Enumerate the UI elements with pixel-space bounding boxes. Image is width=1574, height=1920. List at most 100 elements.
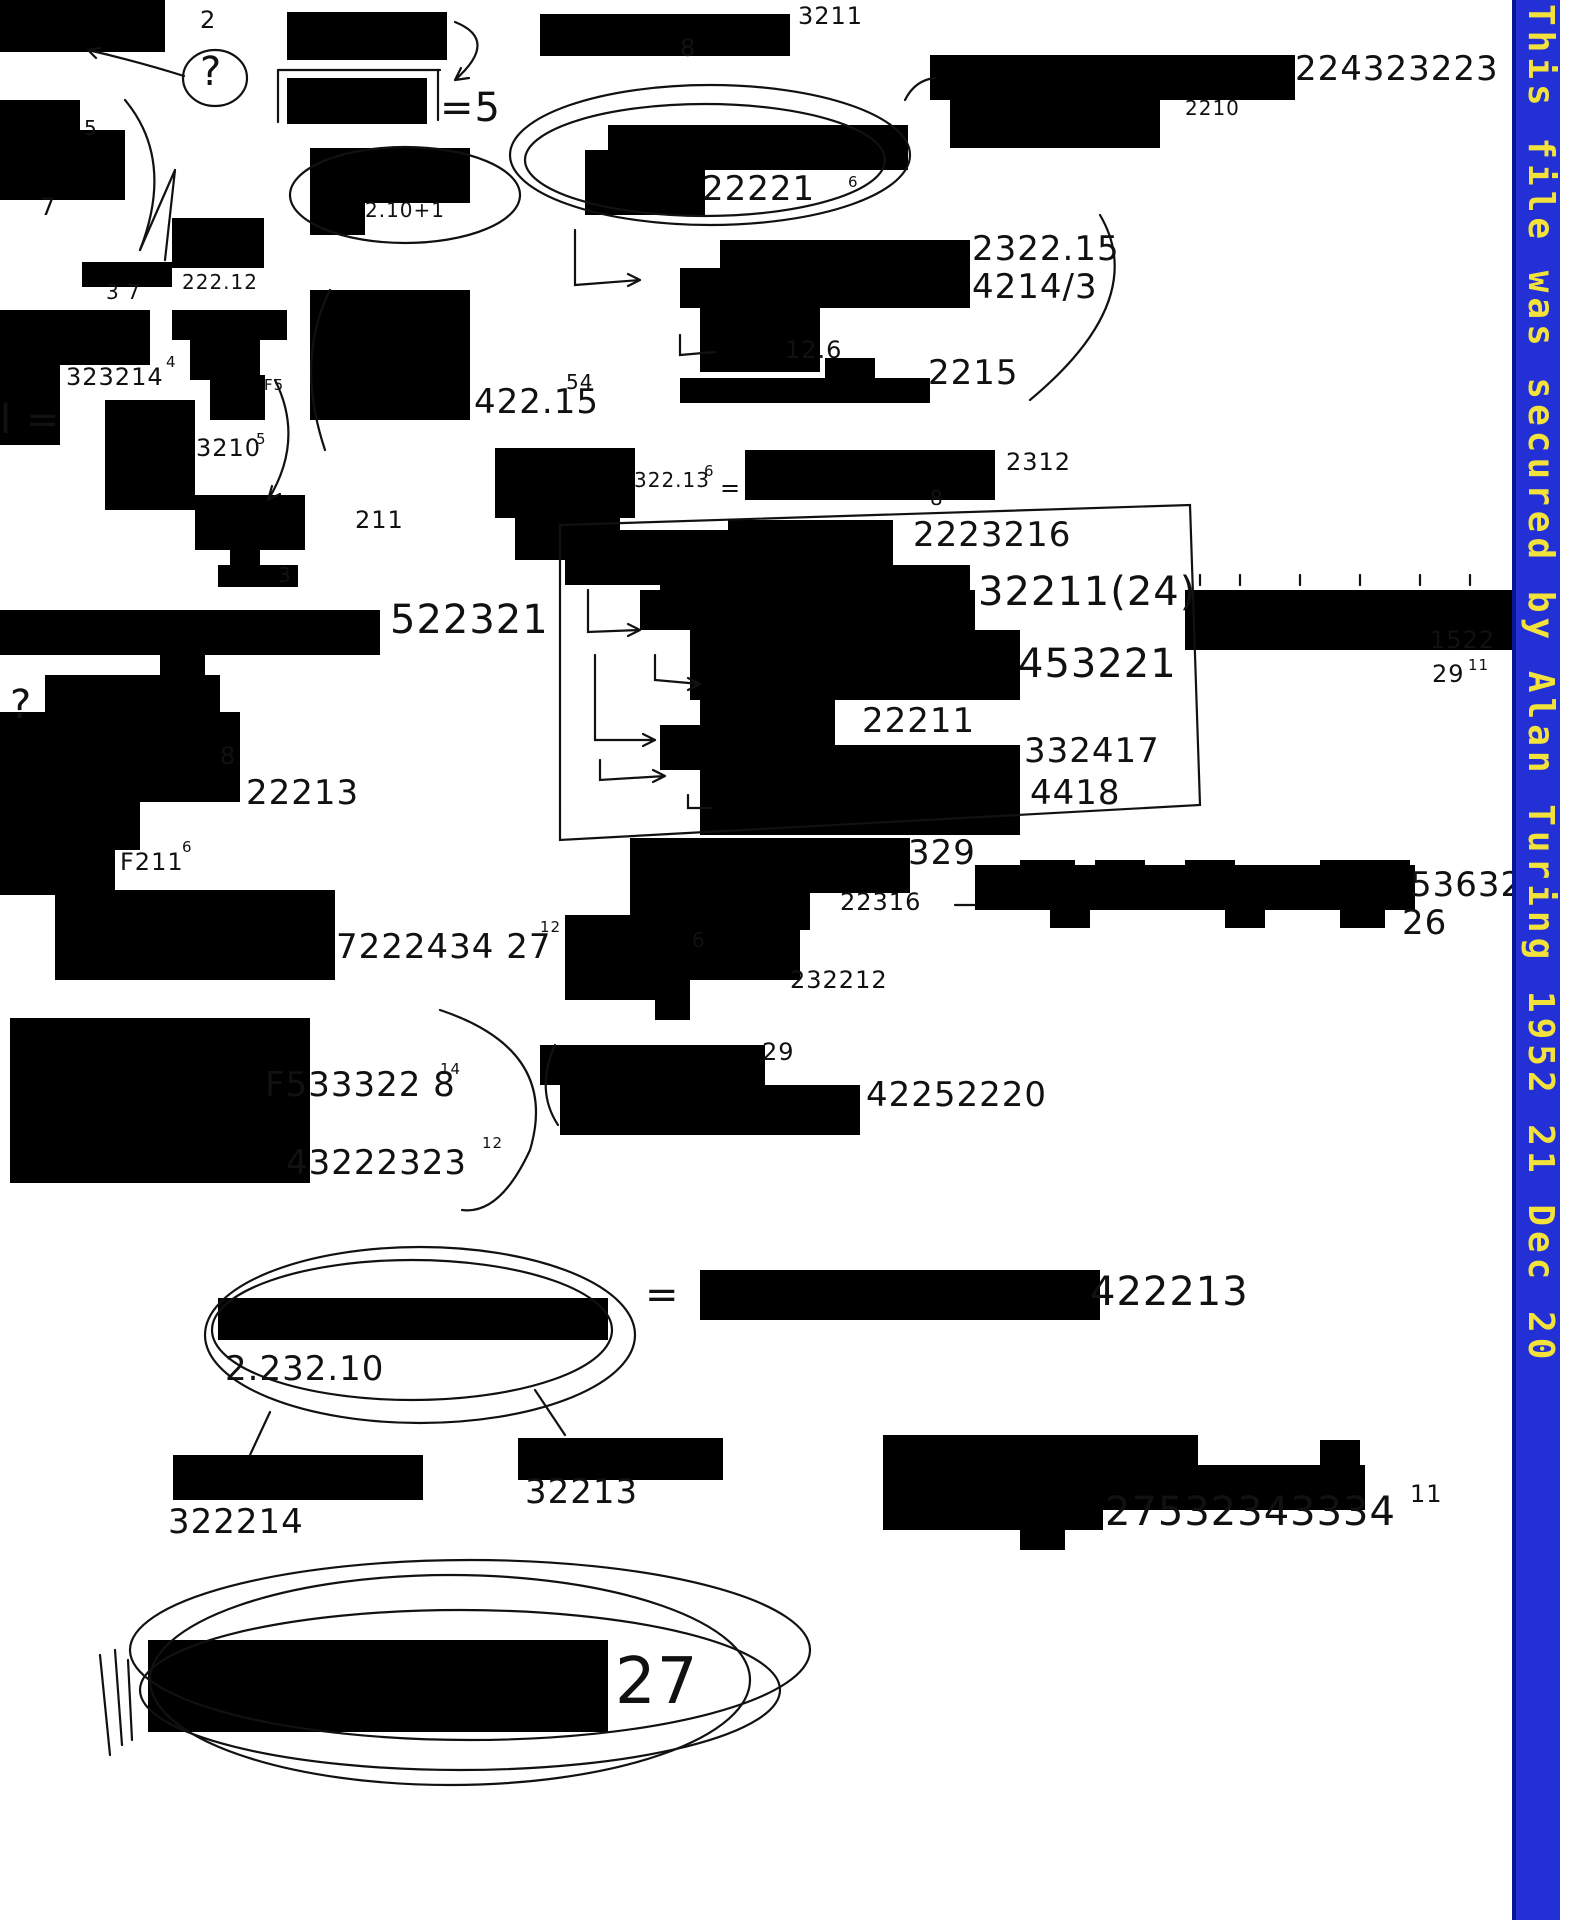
note-text: 12 [482,1134,504,1152]
note-text: 6 [182,838,193,856]
note-text: 8 [930,486,944,510]
arrow-line [86,46,186,78]
note-text: 2312 [1006,448,1072,476]
redaction-block [1185,590,1512,650]
note-text: 6 [692,928,706,952]
loop-ellipse [210,1258,614,1402]
redaction-block [148,1640,608,1732]
redaction-block [1320,1440,1360,1470]
note-text: 453221 [1018,641,1177,687]
note-text: 2 [200,6,217,34]
loop-ellipse [203,1245,637,1425]
note-text: 12.6 [785,336,843,364]
note-text: 54 [566,370,594,394]
tree-line [686,793,714,810]
redaction-block [0,0,165,52]
redaction-block [540,14,790,56]
redaction-block [565,915,800,980]
note-text: 27 [615,1645,699,1719]
redaction-block [825,358,875,398]
security-banner-text: This file was secured by Alan Turing 195… [1520,4,1561,1365]
loop-ellipse [508,83,912,227]
tree-line [586,588,642,638]
loop-ellipse [128,1558,812,1742]
note-text: 329 [908,833,976,873]
note-text: 1522 [1430,626,1496,654]
note-text: = [645,1272,680,1318]
note-text: 26 [1402,903,1448,943]
redaction-block [655,980,690,1020]
redaction-block [1185,860,1235,900]
tally-lines [98,1648,134,1757]
note-text: F211 [120,848,184,876]
note-text: 11 [1468,656,1490,674]
brace-curve [1028,213,1116,402]
redaction-block [0,100,80,130]
redaction-block [518,1438,723,1480]
tree-line [573,228,642,288]
note-text: 211 [355,506,404,534]
arrow-curve [453,20,479,82]
brace-curve [310,288,332,452]
note-text: 53632 [1410,865,1524,905]
redaction-block [172,310,287,340]
connector-line [903,76,937,102]
note-text: 7222434 27 [336,927,552,967]
redaction-block [745,450,995,500]
note-text: 2.10+1 [365,198,446,222]
redaction-block [195,495,305,550]
note-text: 522321 [390,597,549,643]
note-text: 12 [540,918,562,936]
loop-ellipse [288,145,522,245]
note-text: 3 7 [106,280,141,304]
note-text: 7 [40,193,57,221]
redaction-block [1020,860,1075,900]
tree-line [593,653,657,748]
note-text: 43222323 [286,1143,468,1183]
note-text: 2215 [928,353,1019,393]
note-text: 8 [220,742,237,770]
redaction-block [45,675,220,715]
note-text: 422.15 [474,382,599,422]
loop-ellipse [523,102,887,218]
question-circle [181,48,249,108]
redaction-block [218,565,298,587]
redaction-block [82,262,172,287]
redaction-block [1340,900,1385,928]
note-text: 4214/3 [972,267,1098,307]
redaction-block [700,745,1020,835]
note-text: 11 [1410,1480,1443,1508]
redaction-block [173,1455,423,1500]
tree-line [678,333,717,357]
note-text: 6 [704,462,715,480]
redaction-block [0,310,150,365]
note-text: 2210 [1185,96,1240,120]
note-text: 42252220 [866,1075,1048,1115]
note-text: 322.13 [634,468,710,492]
note-text: 4418 [1030,773,1121,813]
redaction-block [210,375,265,420]
redaction-block [690,630,1020,700]
note-text: 3 [278,563,292,587]
note-text: 22221 [702,169,816,209]
note-text: =5 [440,85,501,131]
redaction-block [0,610,380,655]
note-text: 2.232.10 [225,1349,385,1389]
note-text: 322214 [168,1502,304,1542]
redaction-block [700,300,820,372]
redaction-block [105,400,195,510]
note-text: 2322.15 [972,229,1120,269]
note-text: 422213 [1090,1269,1249,1315]
redaction-block [680,378,930,403]
note-text: = [720,474,742,502]
loop-ellipse [138,1608,782,1772]
note-text: ? [10,682,33,728]
note-text: 29 [1432,660,1465,688]
redaction-block [1225,900,1265,928]
note-text: 27532343334 [1105,1489,1396,1535]
tree-line [598,758,667,784]
note-text: 232212 [790,966,888,994]
redaction-block [883,1480,1103,1530]
handwriting-ink-layer [0,0,1512,1787]
